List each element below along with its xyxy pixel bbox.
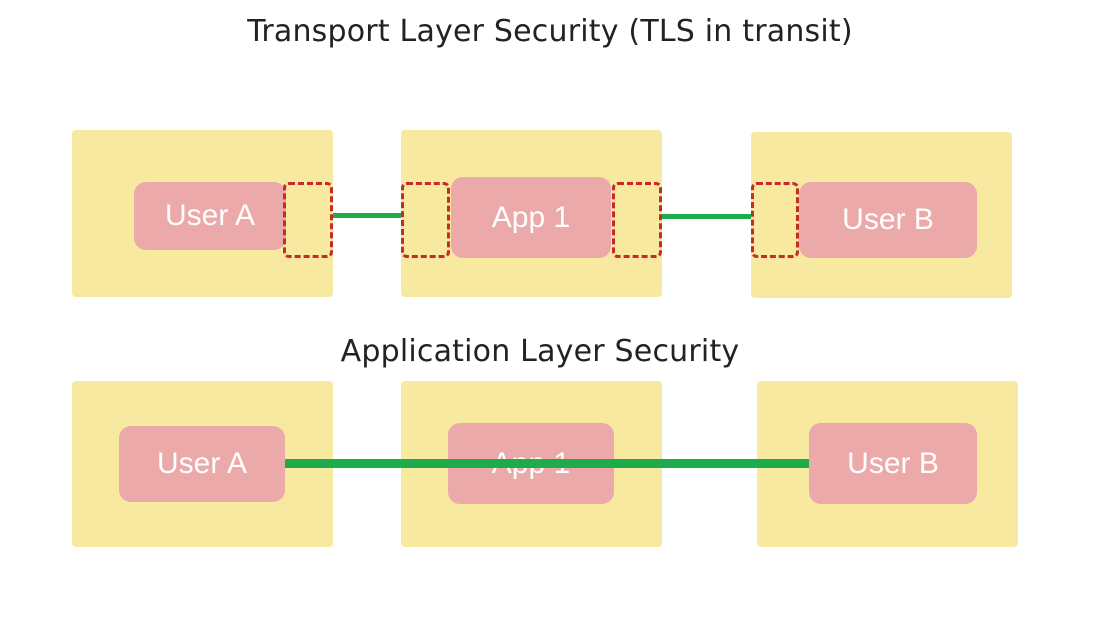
app-1-node: App 1 — [451, 177, 611, 258]
tls-link-a-to-app — [333, 213, 401, 218]
user-a-node: User A — [119, 426, 285, 502]
transport-layer-title: Transport Layer Security (TLS in transit… — [247, 14, 853, 49]
user-a-node: User A — [134, 182, 286, 250]
tls-boundary-app-left — [401, 182, 450, 258]
tls-boundary-user-a — [283, 182, 333, 258]
end-to-end-link — [285, 459, 809, 468]
tls-link-app-to-b — [662, 214, 751, 219]
application-layer-title: Application Layer Security — [340, 334, 740, 369]
tls-boundary-user-b — [751, 182, 799, 258]
user-b-node: User B — [799, 182, 977, 258]
user-b-node: User B — [809, 423, 977, 504]
tls-boundary-app-right — [612, 182, 662, 258]
